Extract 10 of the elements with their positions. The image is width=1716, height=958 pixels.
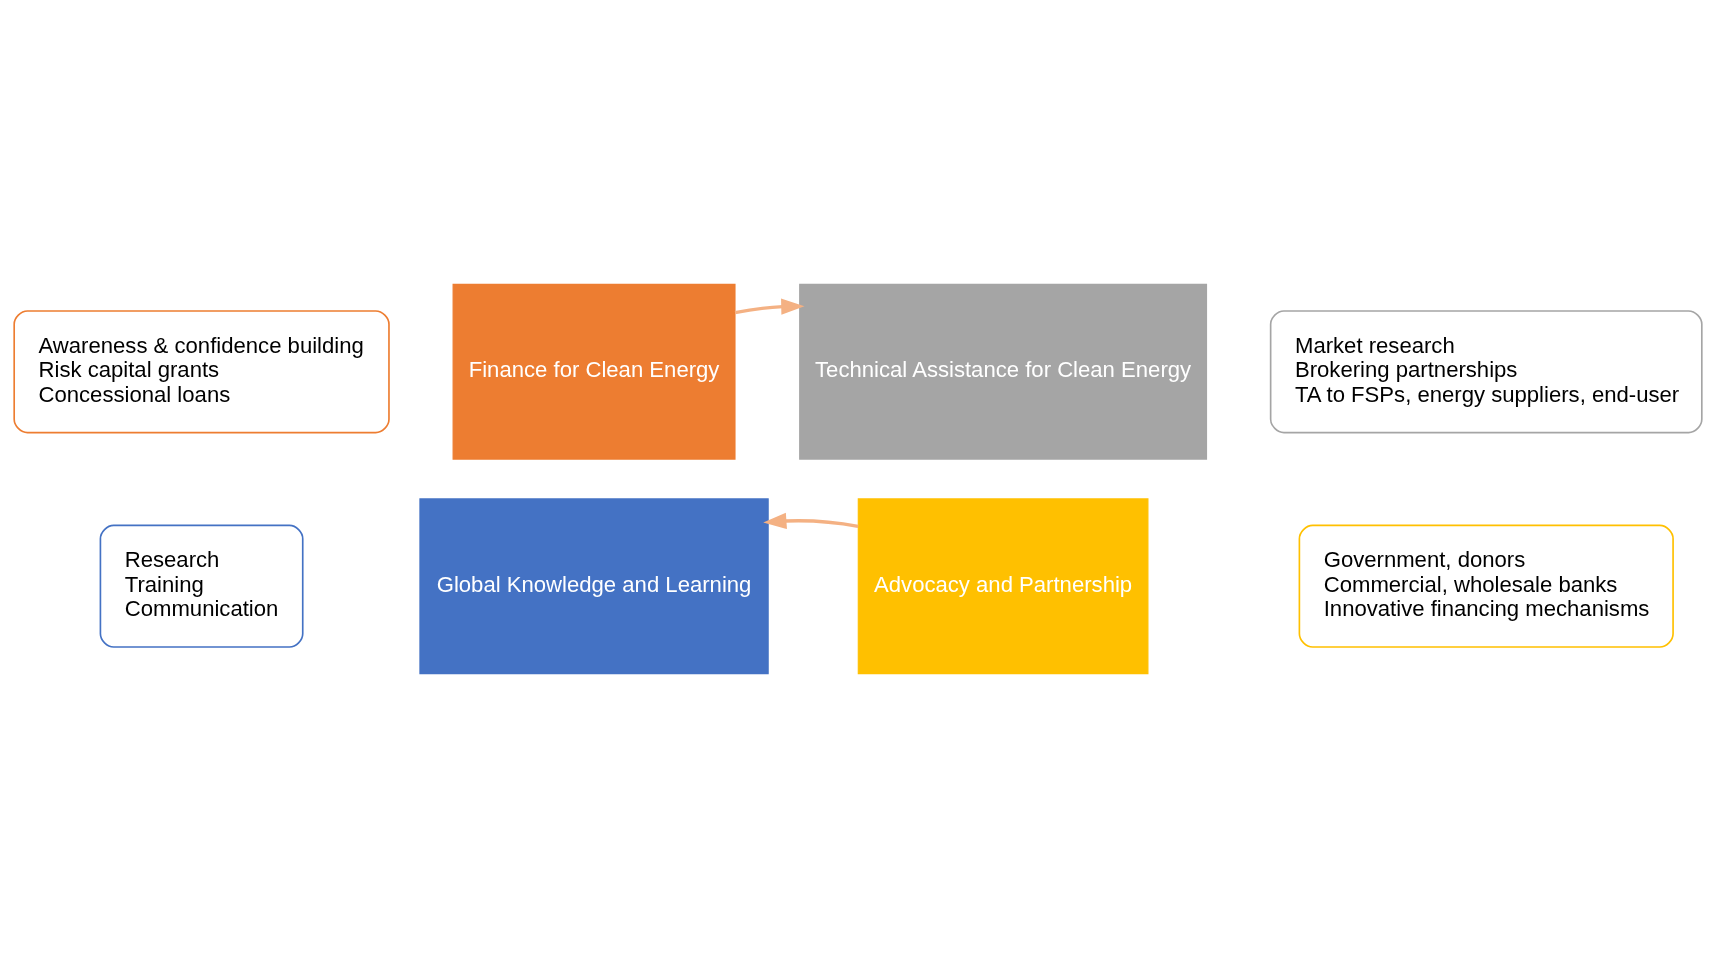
node-box: Global Knowledge and Learning bbox=[419, 498, 769, 675]
node-box: Advocacy and Partnership bbox=[857, 498, 1149, 675]
node-box: Government, donors Commercial, wholesale banks Innovative financing mechanisms bbox=[1298, 524, 1674, 648]
arrow bbox=[763, 512, 859, 530]
node-box: Research Training Communication bbox=[99, 524, 304, 648]
node-box: Awareness & confidence building Risk capital grants Concessional loans bbox=[13, 310, 390, 434]
arrow bbox=[734, 298, 805, 315]
node-box: Technical Assistance for Clean Energy bbox=[799, 283, 1208, 460]
node-box: Market research Brokering partnerships TA to FSPs, energy suppliers, end-user bbox=[1269, 310, 1703, 434]
node-box: Finance for Clean Energy bbox=[452, 283, 736, 460]
